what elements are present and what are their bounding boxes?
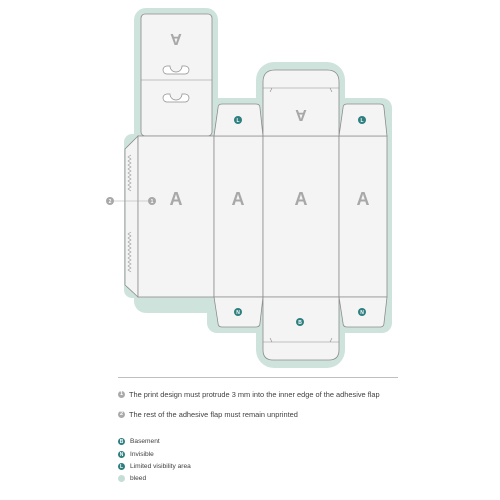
adhesive-print-zone: [127, 154, 132, 273]
flap-code-marker: [296, 318, 304, 326]
flap-code-label: L: [360, 118, 363, 124]
legend-item-bleed: bleed: [118, 473, 146, 484]
note-text: The print design must protrude 3 mm into…: [129, 389, 380, 399]
callout-label: 1: [151, 199, 154, 205]
panel-letter-inverted: A: [295, 106, 307, 123]
panel-side-left: [137, 135, 215, 298]
flap-code-label: B: [298, 320, 302, 326]
adhesive-flap: [124, 135, 139, 298]
legend-label: Basement: [130, 438, 160, 445]
panel-front: [213, 135, 264, 298]
legend-marker: B: [118, 438, 125, 445]
fold-line: [263, 87, 339, 93]
flap-code-label: N: [360, 310, 364, 316]
flap-code-marker: [358, 116, 366, 124]
panel-side-right: [262, 135, 340, 298]
hang-hole-upper: [162, 65, 190, 75]
panel-letter-inverted: A: [170, 30, 182, 47]
fold-line: [263, 337, 339, 343]
bottom-lid: [262, 296, 340, 361]
hang-hole-lower: [162, 93, 190, 103]
panel-letter: A: [357, 189, 370, 209]
callout-marker: [148, 197, 156, 205]
top-lid: [262, 69, 340, 137]
legend-item-basement: B Basement: [118, 436, 160, 447]
flap-code-marker: [234, 116, 242, 124]
callout-label: 2: [109, 199, 112, 205]
note-marker: 2: [118, 410, 125, 418]
flap-code-label: L: [236, 118, 239, 124]
callout-marker: [106, 197, 114, 205]
panel-back: [338, 135, 388, 298]
legend-item-invisible: N Invisible: [118, 449, 154, 460]
legend-marker: N: [118, 451, 125, 458]
note-item: 1 The print design must protrude 3 mm in…: [118, 387, 380, 401]
note-text: The rest of the adhesive flap must remai…: [129, 409, 298, 419]
legend-bleed-swatch: [118, 475, 125, 482]
note-marker: 1: [118, 390, 125, 398]
divider: [118, 377, 398, 378]
note-item: 2 The rest of the adhesive flap must rem…: [118, 407, 298, 421]
box-dieline: A A A A A A L L N B N 2 1: [106, 8, 392, 368]
legend-label: bleed: [130, 475, 147, 482]
legend-label: Limited visibility area: [130, 463, 191, 470]
panel-letter: A: [170, 189, 183, 209]
flap-code-label: N: [236, 310, 240, 316]
legend-marker: L: [118, 463, 125, 470]
flap-code-marker: [234, 308, 242, 316]
legend-label: Invisible: [130, 451, 154, 458]
legend-item-limited-visibility: L Limited visibility area: [118, 461, 191, 472]
main-panels: [137, 135, 388, 298]
panel-letter: A: [295, 189, 308, 209]
flap-code-marker: [358, 308, 366, 316]
panel-letter: A: [232, 189, 245, 209]
